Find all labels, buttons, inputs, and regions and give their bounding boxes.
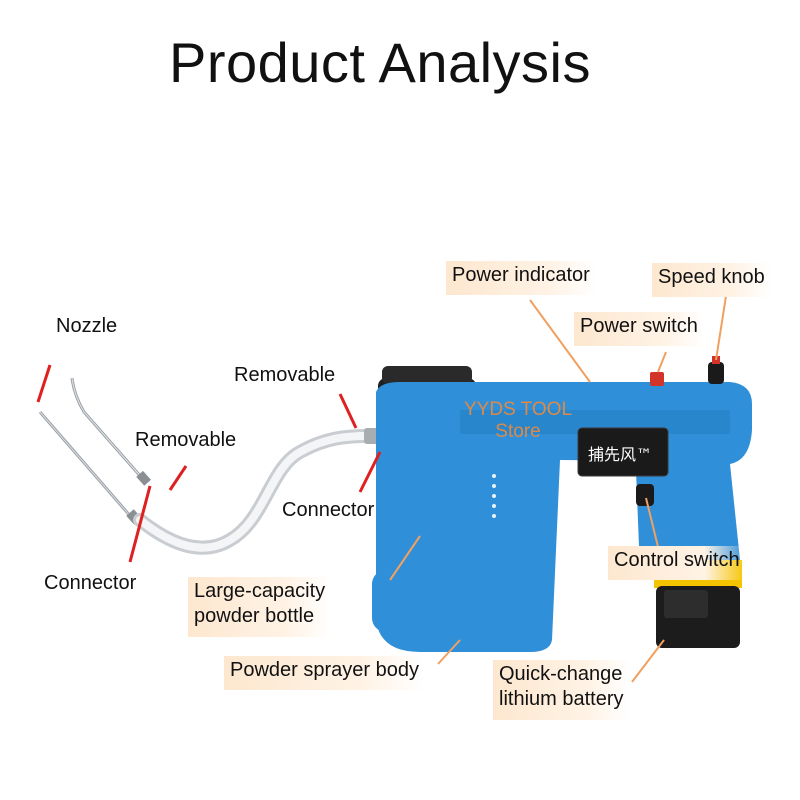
callout-lines bbox=[36, 364, 382, 563]
sprayer-body bbox=[376, 356, 752, 652]
large-capacity-label: Large-capacity powder bottle bbox=[188, 577, 332, 637]
sprayer-body-label: Powder sprayer body bbox=[224, 656, 425, 690]
battery-line1: Quick-change bbox=[499, 663, 623, 685]
speed-knob-label: Speed knob bbox=[652, 263, 771, 297]
page-title: Product Analysis bbox=[169, 31, 591, 94]
connector-label-right: Connector bbox=[282, 499, 375, 521]
connector-label-left: Connector bbox=[44, 572, 137, 594]
watermark-line1: YYDS TOOL bbox=[463, 399, 573, 420]
battery-label: Quick-change lithium battery bbox=[493, 660, 630, 720]
nozzle-label: Nozzle bbox=[56, 315, 118, 337]
power-indicator-label: Power indicator bbox=[446, 261, 596, 295]
removable-label-left: Removable bbox=[135, 429, 237, 451]
power-switch-label: Power switch bbox=[574, 312, 704, 346]
removable-label-top: Removable bbox=[234, 364, 336, 386]
watermark-line2: Store bbox=[495, 421, 541, 442]
control-switch-label: Control switch bbox=[608, 546, 746, 580]
brand-mark: 捕先风™ bbox=[588, 445, 653, 464]
watermark: YYDS TOOL Store bbox=[418, 399, 618, 443]
peach-leader-lines bbox=[389, 295, 727, 683]
large-capacity-line2: powder bottle bbox=[194, 605, 315, 627]
hose bbox=[133, 429, 375, 555]
battery-line2: lithium battery bbox=[499, 688, 624, 710]
large-capacity-line1: Large-capacity bbox=[194, 580, 326, 602]
